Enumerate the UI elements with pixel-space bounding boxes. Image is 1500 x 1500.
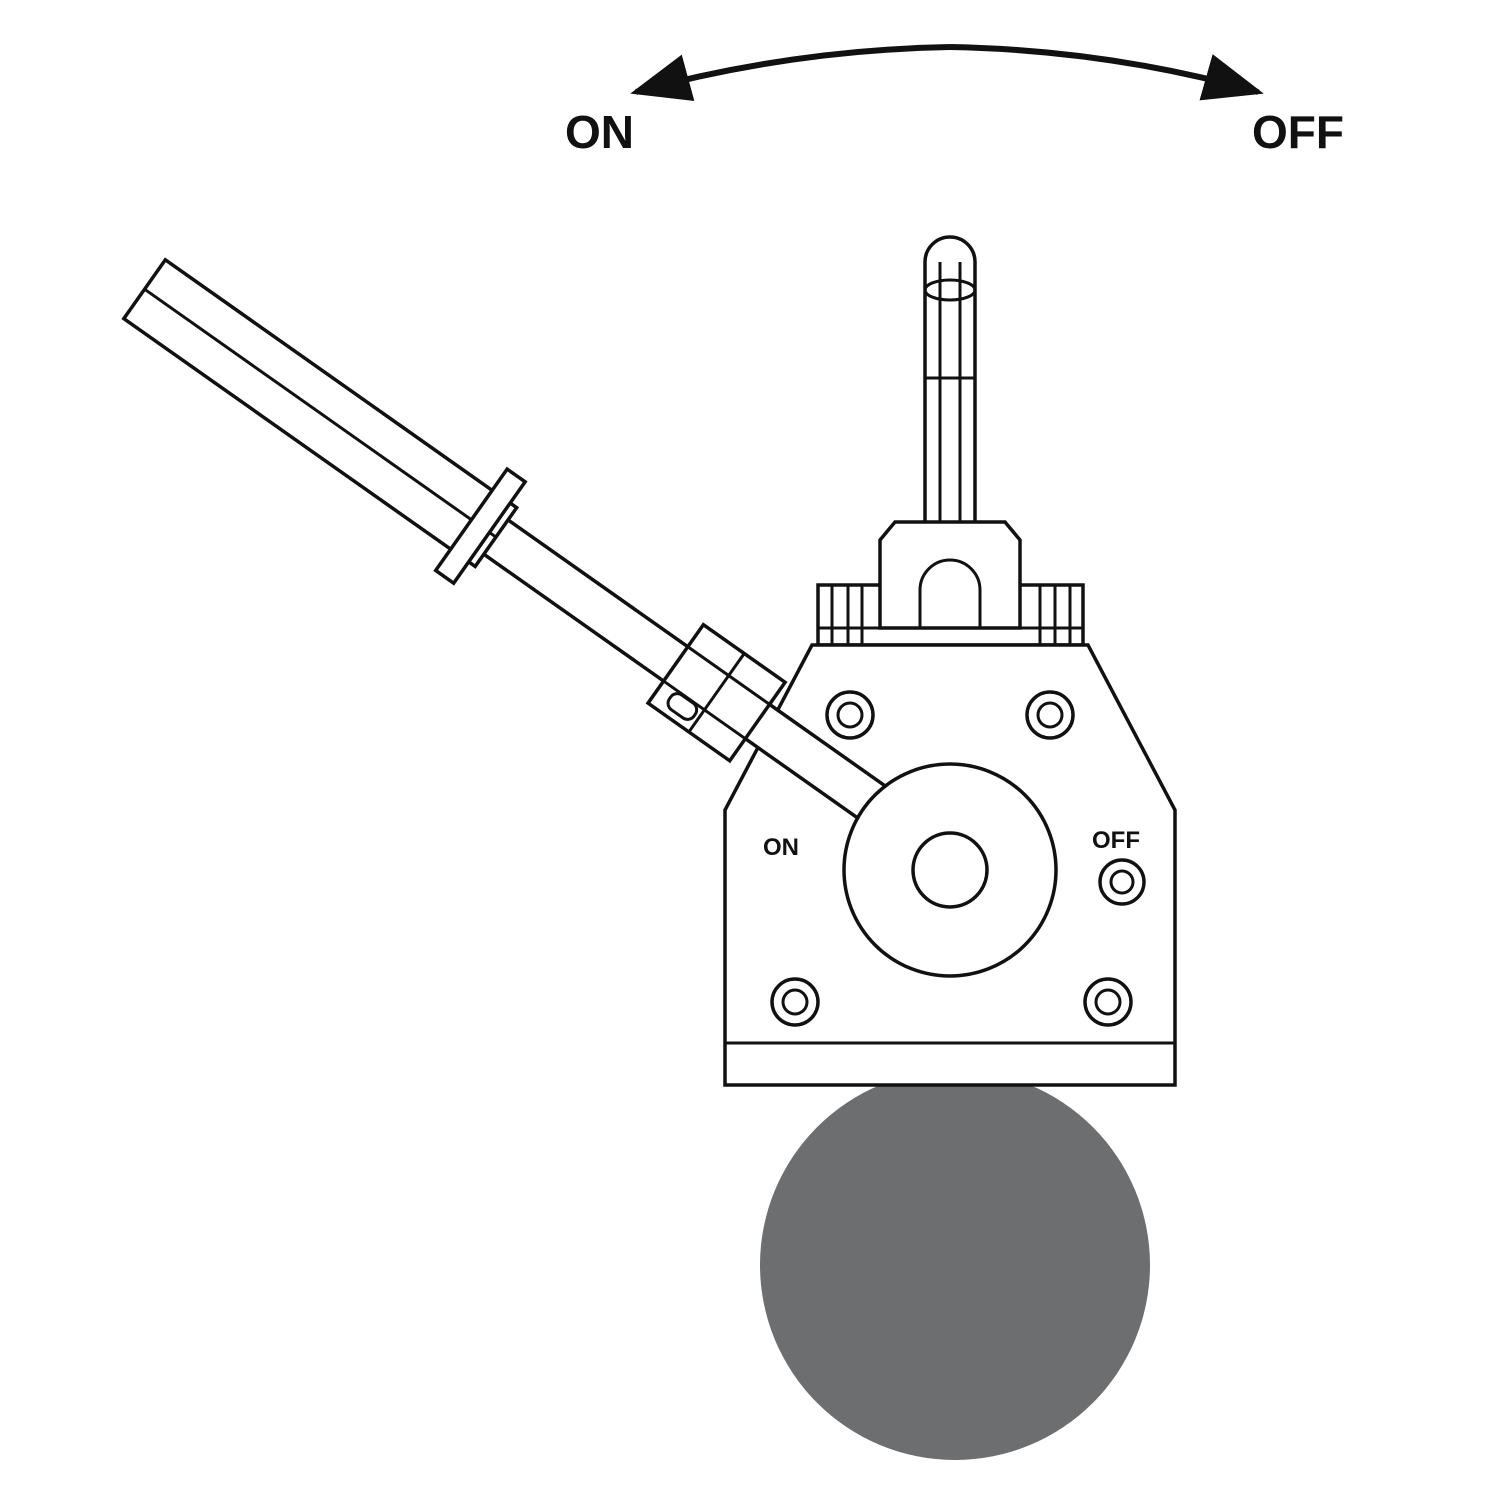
arrow-right-icon [949, 44, 1264, 101]
direction-on-label: ON [565, 106, 634, 158]
top-block [816, 520, 1085, 647]
bolt-icon-top-right [1025, 690, 1075, 740]
pivot-center [911, 831, 989, 909]
bolt-icon-top-left [825, 690, 875, 740]
bolt-icon-bottom-right [1083, 977, 1133, 1027]
bolt-icon-bottom-left [770, 977, 820, 1027]
body-off-label: OFF [1092, 827, 1140, 854]
direction-arc [630, 44, 1264, 101]
arrow-left-icon [630, 44, 951, 101]
bolt-icon-off-position [1098, 858, 1146, 906]
body-on-label: ON [763, 834, 799, 861]
ball [760, 1070, 1150, 1460]
lever-handle[interactable] [109, 239, 916, 859]
vertical-rod [923, 235, 977, 527]
direction-off-label: OFF [1252, 106, 1344, 158]
